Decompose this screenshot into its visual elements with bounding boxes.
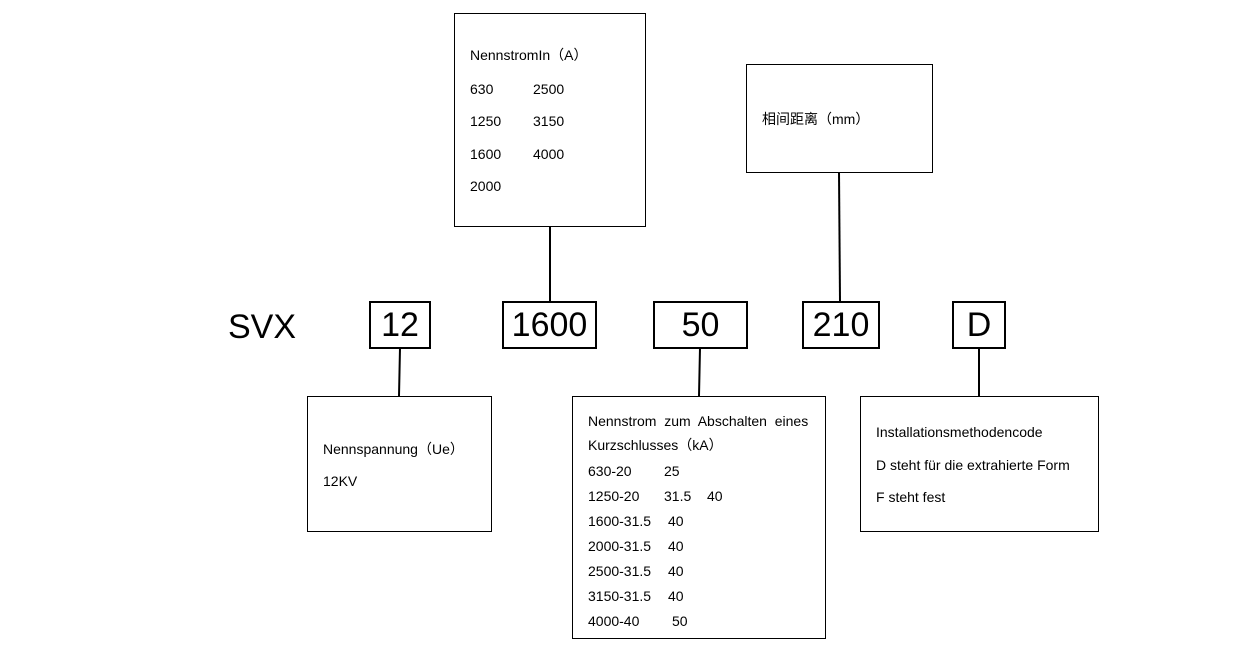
code-box-short-circuit: 50 [653, 301, 748, 349]
connector-phase [838, 171, 841, 302]
phase-distance-box: 相间距离（mm） [746, 64, 933, 173]
short-circuit-row-value: 40 [668, 538, 684, 554]
short-circuit-row-value: 40 [668, 513, 684, 529]
short-circuit-row-label: 2000-31.5 [588, 538, 652, 554]
short-circuit-row-value: 40 [707, 488, 723, 504]
rated-current-box: NennstromIn（A） 630 2500 1250 3150 1600 4… [454, 13, 646, 227]
short-circuit-row-label: 2500-31.5 [588, 563, 652, 579]
rated-current-value: 2000 [470, 178, 502, 194]
rated-voltage-box: Nennspannung（Ue） 12KV [307, 396, 492, 532]
installation-title: Installationsmethodencode [876, 424, 1043, 440]
rated-current-value: 1250 [470, 113, 502, 129]
short-circuit-row-label: 630-20 [588, 463, 632, 479]
rated-current-title: NennstromIn（A） [470, 47, 588, 63]
code-box-installation: D [952, 301, 1006, 349]
installation-line: D steht für die extrahierte Form [876, 457, 1070, 473]
code-box-rated-voltage: 12 [369, 301, 431, 349]
short-circuit-row-value: 31.5 [664, 488, 692, 504]
rated-current-value: 4000 [533, 146, 565, 162]
rated-current-value: 1600 [470, 146, 502, 162]
short-circuit-title: Kurzschlusses（kA） [588, 437, 723, 453]
short-circuit-row-value: 50 [672, 613, 688, 629]
connector-ue [398, 347, 401, 397]
rated-current-value: 2500 [533, 81, 565, 97]
installation-box: Installationsmethodencode D steht für di… [860, 396, 1099, 532]
connector-isc [698, 347, 701, 397]
rated-current-value: 630 [470, 81, 494, 97]
code-box-rated-current: 1600 [502, 301, 597, 349]
rated-voltage-title: Nennspannung（Ue） [323, 441, 464, 457]
short-circuit-row-value: 40 [668, 563, 684, 579]
short-circuit-row-label: 4000-40 [588, 613, 640, 629]
short-circuit-box: Nennstrom zum Abschalten eines Kurzschlu… [572, 396, 826, 639]
code-box-phase-distance: 210 [802, 301, 880, 349]
model-prefix: SVX [228, 308, 297, 346]
short-circuit-row-label: 1250-20 [588, 488, 640, 504]
short-circuit-row-label: 1600-31.5 [588, 513, 652, 529]
short-circuit-title: Nennstrom zum Abschalten eines [588, 413, 809, 429]
short-circuit-row-value: 40 [668, 588, 684, 604]
short-circuit-row-value: 25 [664, 463, 680, 479]
rated-voltage-value: 12KV [323, 473, 358, 489]
rated-current-value: 3150 [533, 113, 565, 129]
phase-distance-title: 相间距离（mm） [762, 111, 870, 127]
installation-line: F steht fest [876, 489, 946, 505]
short-circuit-row-label: 3150-31.5 [588, 588, 652, 604]
